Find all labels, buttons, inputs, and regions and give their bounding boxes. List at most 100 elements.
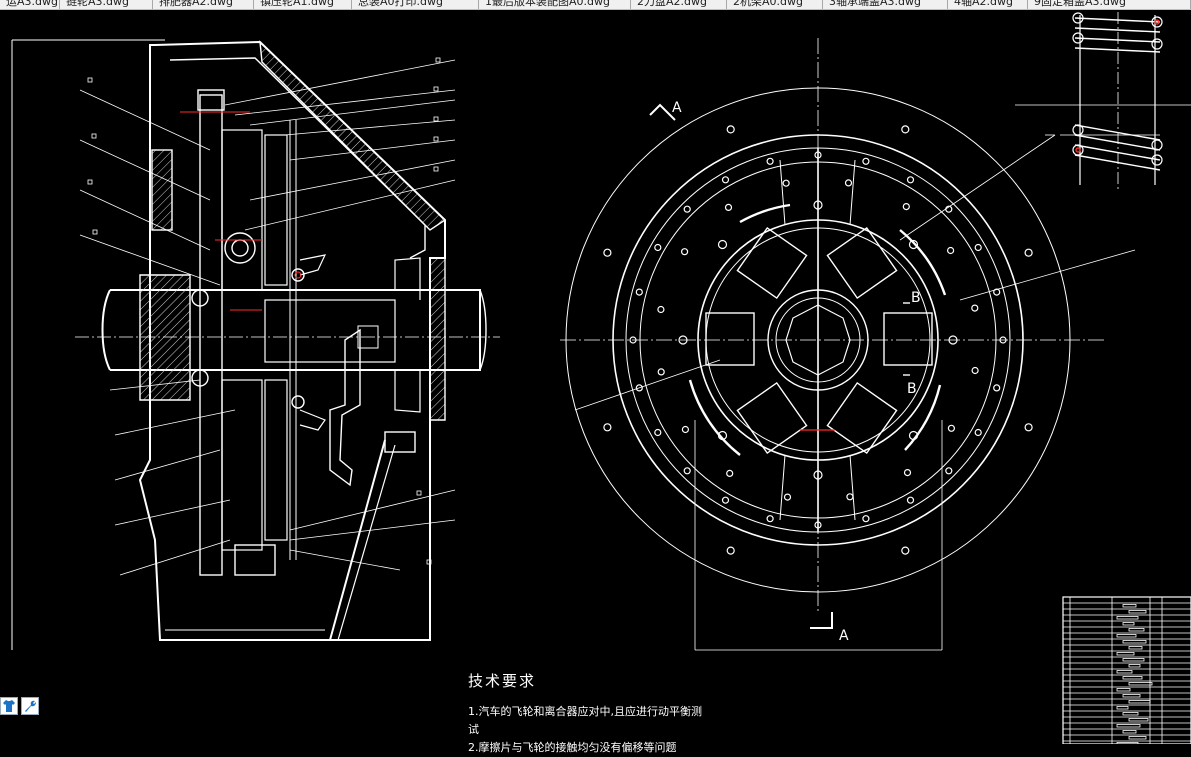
tab-jijia-a0[interactable]: 2机架A0.dwg <box>727 0 823 9</box>
tab-yun-a3[interactable]: 运A3.dwg <box>0 0 60 9</box>
tab-zongzhuang-a0[interactable]: 总装A0打印.dwg <box>352 0 479 9</box>
parts-list-text-stub <box>1122 694 1141 698</box>
parts-list-text-stub <box>1128 646 1143 650</box>
bolt-hole <box>629 336 637 344</box>
tab-bearing-cover-a3[interactable]: 3轴承端盖A3.dwg <box>823 0 948 9</box>
bolt-hole <box>1024 423 1033 432</box>
section-label-b-top: B <box>911 290 921 306</box>
bolt-hole <box>993 288 1001 296</box>
bolt-hole <box>846 493 854 501</box>
cad-drawing: A A B B <box>11 12 1191 744</box>
parts-list-text-stub <box>1128 736 1147 740</box>
bolt-hole <box>902 203 910 211</box>
parts-list-text-stub <box>1116 688 1131 692</box>
tech-req-line-2: 试 <box>468 723 479 736</box>
bolt-hole <box>862 157 870 165</box>
bolt-hole <box>844 179 853 187</box>
tech-req-title: 技术要求 <box>468 672 537 690</box>
bolt-hole <box>726 469 734 477</box>
document-tab-bar: 运A3.dwg 链轮A3.dwg 排肥器A2.dwg 镇压轮A1.dwg 总装A… <box>0 0 1191 10</box>
parts-list-text-stub <box>1128 610 1147 614</box>
wrench-icon[interactable] <box>21 697 39 715</box>
bolt-hole <box>947 424 956 432</box>
section-view <box>11 39 500 650</box>
bolt-hole <box>906 176 915 184</box>
bolt-hole <box>782 179 790 187</box>
tab-fixed-box-cover-a3[interactable]: 9固定箱盖A3.dwg <box>1028 0 1191 9</box>
bolt-hole <box>901 546 910 555</box>
bolt-hole <box>862 515 870 523</box>
bolt-hole <box>814 151 822 159</box>
bolt-hole <box>726 546 735 555</box>
bolt-hole <box>721 176 730 184</box>
parts-list-text-stub <box>1116 634 1137 638</box>
bolt-hole <box>726 125 735 134</box>
bolt-hole <box>683 467 691 475</box>
tech-req-line-1: 1.汽车的飞轮和离合器应对中,且应进行动平衡测 <box>468 705 702 718</box>
section-label-b-bottom: B <box>907 381 917 397</box>
bolt-hole <box>603 248 612 257</box>
parts-list-text-stub <box>1122 730 1137 734</box>
drawing-canvas[interactable]: A A B B <box>0 10 1191 754</box>
bolt-hole <box>999 336 1007 344</box>
parts-list-text-stub <box>1122 658 1145 662</box>
tab-lianlun-a3[interactable]: 链轮A3.dwg <box>60 0 153 9</box>
bolt-hole <box>603 423 612 432</box>
bolt-hole <box>654 428 662 437</box>
parts-list-text-stub <box>1122 712 1139 716</box>
parts-list-text-stub <box>1122 622 1135 626</box>
bolt-hole <box>945 467 953 475</box>
tab-paifeiqi-a2[interactable]: 排肥器A2.dwg <box>153 0 254 9</box>
parts-list-text-stub <box>1128 664 1141 668</box>
bolt-hole <box>657 305 665 314</box>
parts-list-text-stub <box>1116 724 1141 728</box>
parts-list-text-stub <box>1116 652 1135 656</box>
shirt-icon[interactable] <box>0 697 18 715</box>
bolt-hole <box>717 239 728 250</box>
bolt-hole <box>971 366 979 375</box>
bolt-hole <box>654 243 662 252</box>
tab-zhou-a2[interactable]: 4轴A2.dwg <box>948 0 1028 9</box>
bolt-hole <box>680 248 689 256</box>
bolt-hole <box>1024 248 1033 257</box>
bolt-hole <box>906 496 915 504</box>
bolt-hole <box>635 288 643 296</box>
front-view <box>560 38 1136 651</box>
section-label-a-top: A <box>672 100 682 116</box>
bolt-hole <box>946 246 955 255</box>
bolt-hole <box>766 157 774 165</box>
section-accent-marks <box>180 111 302 311</box>
spring-detail-view <box>1015 12 1191 190</box>
bolt-hole <box>635 384 643 392</box>
parts-list-table <box>1062 596 1191 744</box>
section-label-a-bottom: A <box>839 628 849 644</box>
bolt-hole <box>657 368 665 376</box>
parts-list-text-stub <box>1116 706 1129 710</box>
parts-list-text-stub <box>1128 682 1153 686</box>
bolt-hole <box>683 205 691 213</box>
bolt-hole <box>908 430 919 441</box>
bolt-hole <box>678 335 688 345</box>
bolt-hole <box>901 125 910 134</box>
tab-zhenyalun-a1[interactable]: 镇压轮A1.dwg <box>254 0 352 9</box>
floating-toolbar <box>0 697 39 715</box>
bolt-hole <box>945 205 953 213</box>
parts-list-text-stub <box>1116 670 1133 674</box>
bolt-hole <box>993 384 1001 392</box>
parts-list-text-stub <box>1122 676 1143 680</box>
tab-final-assembly-a0[interactable]: 1最后版本装配图A0.dwg <box>479 0 631 9</box>
bolt-hole <box>681 425 690 434</box>
parts-list-text-stub <box>1128 628 1145 632</box>
parts-list-text-stub <box>1128 718 1149 722</box>
bolt-hole <box>948 335 958 345</box>
parts-list-text-stub <box>1128 700 1151 704</box>
bolt-hole <box>971 304 979 312</box>
bolt-hole <box>724 203 733 211</box>
tab-daopan-a2[interactable]: 2刀盘A2.dwg <box>631 0 727 9</box>
bolt-hole <box>903 469 912 477</box>
bolt-hole <box>974 243 982 252</box>
bolt-hole <box>974 428 982 437</box>
bolt-hole <box>783 493 792 501</box>
bolt-hole <box>813 470 823 480</box>
bolt-hole <box>721 496 730 504</box>
